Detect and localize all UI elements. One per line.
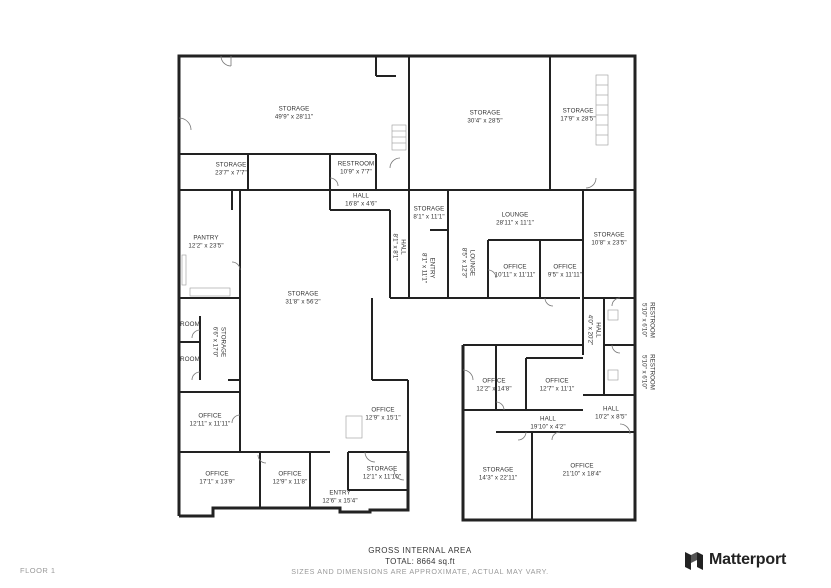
brand-name: Matterport	[709, 551, 787, 568]
floor-label: FLOOR 1	[20, 566, 56, 575]
exterior-walls	[177, 54, 637, 522]
room-label-room: ROOM	[180, 321, 200, 329]
matterport-logo-icon	[685, 552, 703, 570]
interior-walls	[179, 56, 635, 520]
gross-internal-area-total: TOTAL: 8664 sq.ft	[385, 557, 455, 566]
gross-internal-area-title: GROSS INTERNAL AREA	[368, 546, 472, 555]
door-swings	[178, 55, 631, 481]
room-label-room: ROOM	[180, 356, 200, 364]
dimensions-disclaimer: SIZES AND DIMENSIONS ARE APPROXIMATE, AC…	[291, 567, 549, 576]
brand-logo: Matterport	[684, 549, 786, 571]
fixtures	[181, 74, 619, 439]
